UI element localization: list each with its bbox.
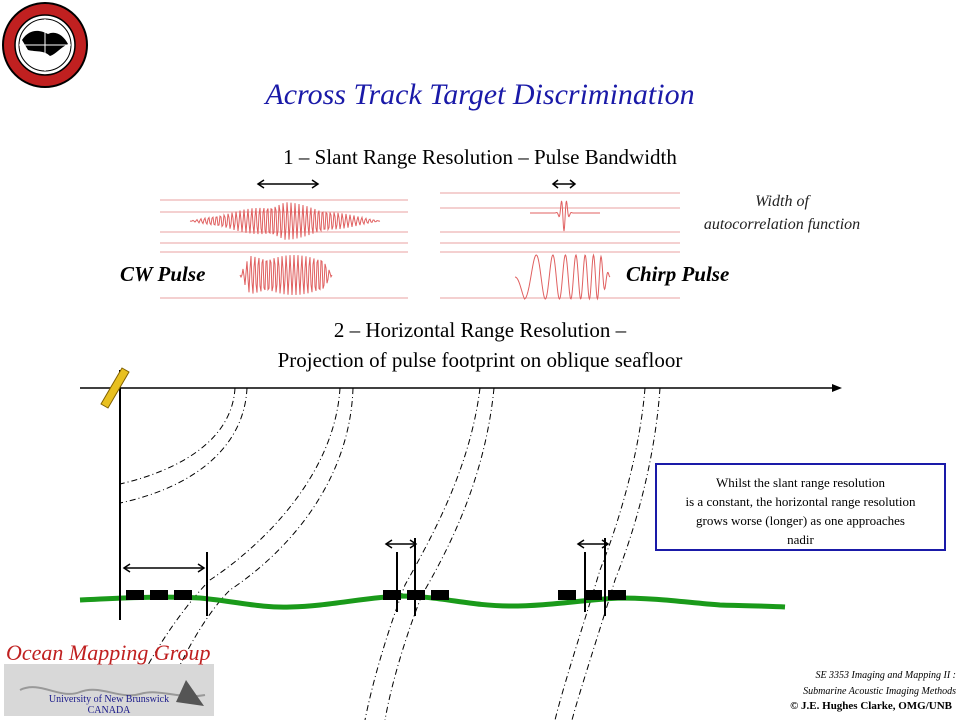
- waveforms: [189, 200, 611, 301]
- cw-autocorrelation-wave: [189, 202, 381, 240]
- cw-width-arrow: [256, 179, 320, 189]
- copyright: © J.E. Hughes Clarke, OMG/UNB: [790, 700, 952, 712]
- footprint-near: [119, 552, 208, 616]
- page-title: Across Track Target Discrimination: [265, 78, 695, 111]
- section2-heading-line1: 2 – Horizontal Range Resolution –: [333, 318, 627, 342]
- wavefront-arcs: [119, 387, 661, 720]
- target-group-near: [126, 590, 192, 600]
- omg-title: Ocean Mapping Group: [6, 640, 211, 665]
- section2-heading-line2: Projection of pulse footprint on oblique…: [277, 348, 683, 372]
- horizontal-axis: [80, 384, 842, 392]
- note-line4: nadir: [787, 532, 814, 547]
- section1-heading: 1 – Slant Range Resolution – Pulse Bandw…: [283, 145, 677, 169]
- transducer-icon: [100, 367, 130, 409]
- chirp-width-arrow: [551, 179, 577, 189]
- university-name: University of New Brunswick CANADA: [44, 694, 174, 716]
- chirp-pulse-wave: [514, 253, 611, 301]
- university-line1: University of New Brunswick: [48, 694, 170, 705]
- chirp-pulse-label: Chirp Pulse: [626, 262, 730, 286]
- note-line1: Whilst the slant range resolution: [716, 475, 885, 490]
- unb-logo: [2, 2, 88, 88]
- cw-pulse-wave: [239, 254, 333, 296]
- note-box: Whilst the slant range resolution is a c…: [655, 463, 946, 551]
- note-line3: grows worse (longer) as one approaches: [695, 513, 905, 528]
- university-line2: CANADA: [87, 705, 131, 716]
- footprint-far: [576, 538, 610, 616]
- footprint-mid: [384, 538, 418, 616]
- width-line2: autocorrelation function: [703, 216, 861, 233]
- course-line1: SE 3353 Imaging and Mapping II :: [815, 670, 956, 681]
- course-line2: Submarine Acoustic Imaging Methods: [803, 686, 956, 697]
- chirp-autocorrelation-wave: [530, 200, 600, 232]
- course-info: SE 3353 Imaging and Mapping II : Submari…: [700, 668, 956, 700]
- target-group-far: [558, 590, 626, 600]
- note-line2: is a constant, the horizontal range reso…: [685, 494, 916, 509]
- omg-footer-graphic: [4, 664, 214, 716]
- autocorrelation-label: Width of autocorrelation function: [682, 190, 882, 236]
- width-line1: Width of: [755, 193, 809, 210]
- cw-pulse-label: CW Pulse: [120, 262, 206, 286]
- chirp-waveform-panel: [440, 192, 680, 299]
